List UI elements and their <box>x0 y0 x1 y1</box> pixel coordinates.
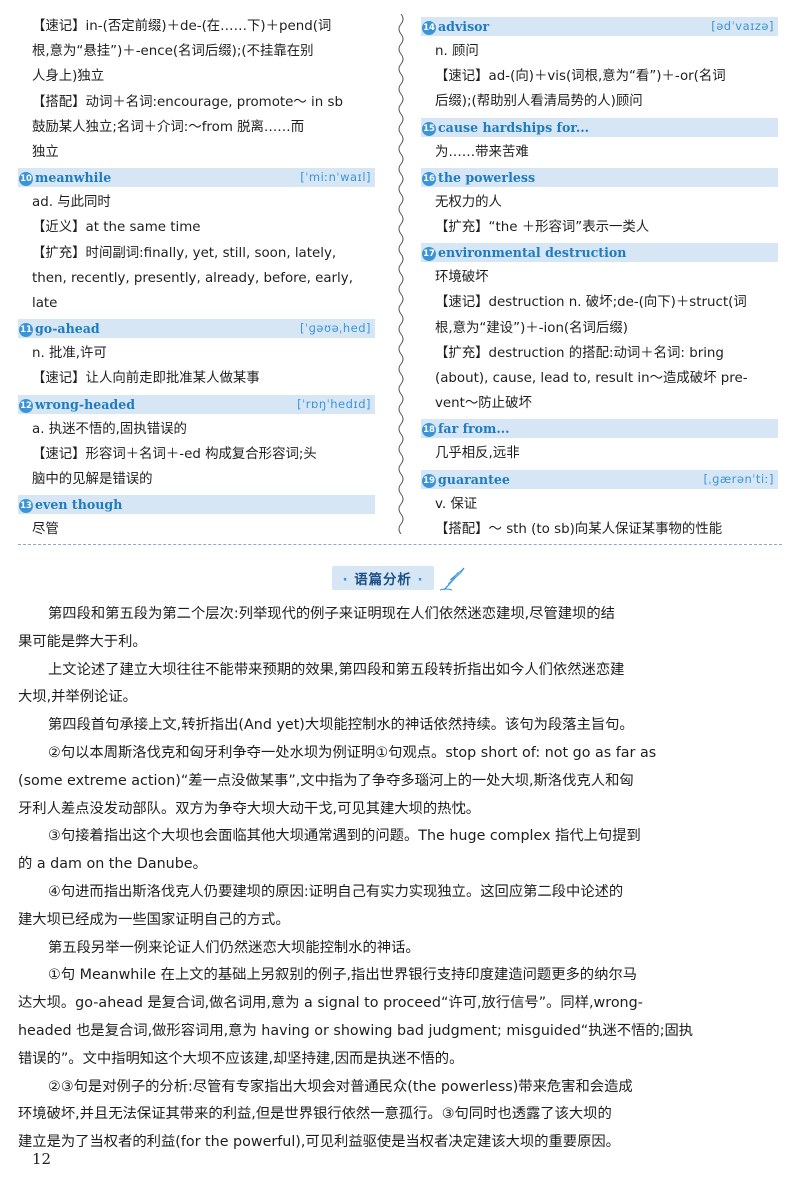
vocab-note-line: 【速记】形容词＋名词＋-ed 构成复合形容词;头 <box>32 446 317 462</box>
vocab-note-line: 【速记】destruction n. 破坏;de-(向下)＋struct(词 <box>435 295 747 311</box>
entry-number-badge: 13 <box>19 499 33 514</box>
vocab-note-line: 无权力的人 <box>435 194 502 210</box>
analysis-line: 环境破坏,并且无法保证其带来的利益,但是世界银行依然一意孤行。③句同时也透露了该… <box>18 1106 612 1123</box>
analysis-line: 大坝,并举例论证。 <box>18 689 137 706</box>
entry-word: go-ahead <box>35 321 100 337</box>
entry-word: cause hardships for... <box>438 119 589 135</box>
vocab-note-line: (about), cause, lead to, result in～造成破坏 … <box>435 371 748 387</box>
vocab-note-line: 【扩充】destruction 的搭配:动词＋名词: bring <box>435 345 724 361</box>
analysis-line: (some extreme action)“差一点没做某事”,文中指为了争夺多瑙… <box>18 772 634 789</box>
vocab-note-line: 【近义】at the same time <box>32 220 201 236</box>
vocab-note-line: a. 执迷不悟的,固执错误的 <box>32 421 187 437</box>
entry-number-badge: 12 <box>19 398 33 413</box>
vocab-note-line: n. 批准,许可 <box>32 346 107 362</box>
vocab-note-line: 尽管 <box>32 522 59 538</box>
analysis-line: ②③句是对例子的分析:尽管有专家指出大坝会对普通民众(the powerless… <box>48 1078 633 1095</box>
entry-number-badge: 11 <box>19 323 33 338</box>
entry-word: guarantee <box>438 471 510 487</box>
entry-number-badge: 18 <box>422 423 436 438</box>
analysis-line: ③句接着指出这个大坝也会面临其他大坝通常遇到的问题。The huge compl… <box>48 828 641 845</box>
vocab-note-line: 独立 <box>32 145 59 161</box>
entry-word: meanwhile <box>35 170 112 186</box>
entry-number-badge: 10 <box>19 172 33 187</box>
section-title: · 语篇分析 · <box>332 566 434 590</box>
section-divider <box>18 544 782 545</box>
vocab-note-line: 几乎相反,远非 <box>435 446 520 462</box>
vocab-note-line: 根,意为“悬挂”)＋-ence(名词后缀);(不挂靠在别 <box>32 44 314 60</box>
vocab-note-line: ad. 与此同时 <box>32 195 111 211</box>
vocab-note-line: 【速记】ad-(向)＋vis(词根,意为“看”)＋-or(名词 <box>435 69 726 85</box>
vocab-note-line: 【搭配】～ sth (to sb)向某人保证某事物的性能 <box>435 521 723 537</box>
vocab-note-line: late <box>32 296 58 312</box>
entry-phonetic: [ˌɡærənˈtiː] <box>703 471 774 486</box>
vocab-note-line: 根,意为“建设”)＋-ion(名词后缀) <box>435 320 628 336</box>
entry-number-badge: 16 <box>422 171 436 186</box>
analysis-paragraphs: 第四段和第五段为第二个层次:列举现代的例子来证明现在人们依然迷恋建坝,尽管建坝的… <box>18 601 782 1157</box>
vocab-note-line: 【搭配】动词＋名词:encourage, promote～ in sb <box>32 94 343 110</box>
analysis-line: 第四段首句承接上文,转折指出(And yet)大坝能控制水的神话依然持续。该句为… <box>48 717 634 734</box>
entry-word: the powerless <box>438 169 536 185</box>
section-title-block: · 语篇分析 · <box>0 566 800 592</box>
vocab-note-line: 人身上)独立 <box>32 69 105 85</box>
quill-pen-icon <box>439 567 465 591</box>
vocab-note-line: 脑中的见解是错误的 <box>32 472 153 488</box>
entry-phonetic: [ədˈvaɪzə] <box>711 19 774 33</box>
vocab-note-line: 鼓励某人独立;名词＋介词:～from 脱离……而 <box>32 119 305 135</box>
entry-phonetic: [ˈmiːnˈwaɪl] <box>300 170 371 185</box>
analysis-line: 第四段和第五段为第二个层次:列举现代的例子来证明现在人们依然迷恋建坝,尽管建坝的… <box>48 606 615 622</box>
analysis-line: ④句进而指出斯洛伐克人仍要建坝的原因:证明自己有实力实现独立。这回应第二段中论述… <box>48 883 624 900</box>
vocab-note-line: 【扩充】“the ＋形容词”表示一类人 <box>435 220 650 236</box>
entry-word: environmental destruction <box>438 245 627 261</box>
analysis-line: headed 也是复合词,做形容词用,意为 having or showing … <box>18 1022 694 1039</box>
vocab-note-line: v. 保证 <box>435 496 478 512</box>
vocab-note-line: 【扩充】时间副词:finally, yet, still, soon, late… <box>32 245 337 261</box>
entry-number-badge: 14 <box>422 21 436 35</box>
vocab-column-left: 【速记】in-(否定前缀)＋de-(在……下)＋pend(词根,意为“悬挂”)＋… <box>18 14 375 542</box>
entry-number-badge: 19 <box>422 473 436 488</box>
vocab-note-line: 【速记】让人向前走即批准某人做某事 <box>32 371 260 387</box>
entry-word: wrong-headed <box>35 396 136 412</box>
analysis-line: ①句 Meanwhile 在上文的基础上另叙别的例子,指出世界银行支持印度建造问… <box>48 967 637 984</box>
analysis-line: 的 a dam on the Danube。 <box>18 856 207 873</box>
section-title-text: 语篇分析 <box>354 573 412 588</box>
entry-phonetic: [ˈrɒŋˈhedɪd] <box>297 396 371 411</box>
vocab-note-line: 环境破坏 <box>435 270 489 286</box>
vocab-note-line: n. 顾问 <box>435 44 479 59</box>
analysis-line: 错误的”。文中指明知这个大坝不应该建,却坚持建,因而是执迷不悟的。 <box>18 1050 464 1067</box>
vocab-note-line: vent～防止破坏 <box>435 396 532 412</box>
vocab-note-line: then, recently, presently, already, befo… <box>32 270 353 286</box>
analysis-line: ②句以本周斯洛伐克和匈牙利争夺一处水坝为例证明①句观点。stop short o… <box>48 744 657 761</box>
analysis-line: 第五段另举一例来论证人们仍然迷恋大坝能控制水的神话。 <box>48 939 420 956</box>
entry-number-badge: 17 <box>422 247 436 262</box>
entry-word: even though <box>35 497 123 513</box>
analysis-line: 牙利人差点没发动部队。双方为争夺大坝大动干戈,可见其建大坝的热忱。 <box>18 800 481 817</box>
analysis-line: 果可能是弊大于利。 <box>18 633 147 650</box>
analysis-line: 建大坝已经成为一些国家证明自己的方式。 <box>18 911 290 928</box>
entry-word: far from... <box>438 421 510 437</box>
vocab-note-line: 【速记】in-(否定前缀)＋de-(在……下)＋pend(词 <box>32 19 332 34</box>
vocab-note-line: 后缀);(帮助别人看清局势的人)顾问 <box>435 94 643 110</box>
entry-number-badge: 15 <box>422 121 436 136</box>
analysis-line: 达大坝。go-ahead 是复合词,做名词用,意为 a signal to pr… <box>18 995 643 1012</box>
page-number: 12 <box>32 1150 52 1168</box>
analysis-line: 建立是为了当权者的利益(for the powerful),可见利益驱使是当权者… <box>18 1134 620 1151</box>
entry-phonetic: [ˈɡəʊəˌhed] <box>299 321 371 336</box>
vocab-note-line: 为……带来苦难 <box>435 144 529 160</box>
analysis-line: 上文论述了建立大坝往往不能带来预期的效果,第四段和第五段转折指出如今人们依然迷恋… <box>48 661 625 678</box>
column-divider <box>398 14 404 534</box>
entry-word: advisor <box>438 19 490 34</box>
